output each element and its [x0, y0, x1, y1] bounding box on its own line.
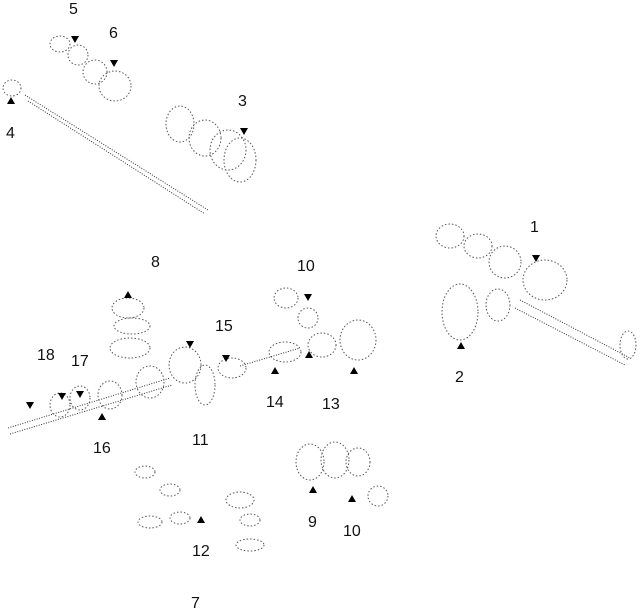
callout-12: 12: [192, 543, 210, 560]
callout-1: 1: [530, 219, 539, 236]
arrow-8: [124, 291, 132, 298]
callout-13: 13: [322, 396, 340, 413]
callout-5: 5: [69, 1, 78, 18]
callout-2: 2: [455, 369, 464, 386]
callout-11: 11: [192, 432, 209, 449]
part-clip-8: [109, 297, 151, 359]
arrow-15: [222, 355, 230, 362]
callout-6: 6: [109, 25, 118, 42]
callout-9: 9: [308, 514, 317, 531]
arrow-9: [309, 486, 317, 493]
part-gear-13: [339, 319, 377, 361]
arrow-4: [7, 97, 15, 104]
part-gear-5: [49, 35, 89, 66]
arrow-10-mid: [305, 351, 313, 358]
arrow-2: [457, 342, 465, 349]
arrow-16: [98, 413, 106, 420]
arrow-11: [186, 341, 194, 348]
arrow-6: [110, 60, 118, 67]
callout-3: 3: [238, 93, 247, 110]
part-ring-10-top: [273, 287, 337, 358]
part-ring-10-bottom: [367, 485, 389, 507]
callout-7: 7: [191, 595, 200, 612]
callout-15: 15: [215, 318, 233, 335]
callout-14: 14: [266, 394, 284, 411]
part-main-shaft-16: [7, 365, 173, 435]
part-shaft-15: [217, 341, 302, 379]
part-small-parts-12: [134, 465, 265, 552]
callout-10-bottom: 10: [343, 523, 361, 540]
arrow-14: [271, 367, 279, 374]
callout-18: 18: [37, 347, 55, 364]
arrow-10-top: [304, 294, 312, 301]
arrow-13: [350, 367, 358, 374]
callout-8: 8: [151, 254, 160, 271]
arrow-5: [71, 36, 79, 43]
arrow-12: [197, 516, 205, 523]
arrow-17b: [76, 391, 84, 398]
part-shaft-4: [2, 79, 209, 215]
arrow-17a: [58, 393, 66, 400]
part-gear-2: [441, 283, 511, 341]
arrow-3: [240, 128, 248, 135]
arrow-10-bottom: [348, 495, 356, 502]
part-gear-6: [82, 59, 132, 102]
callout-4: 4: [6, 125, 15, 142]
part-gear-11: [168, 346, 216, 406]
part-gear-3: [165, 105, 257, 183]
arrow-18: [26, 402, 34, 409]
part-gear-9: [295, 441, 371, 481]
callout-17: 17: [71, 353, 89, 370]
arrow-1: [532, 255, 540, 262]
part-shaft-1: [435, 223, 637, 366]
callout-16: 16: [93, 440, 111, 457]
callout-10-top: 10: [297, 258, 315, 275]
arrow-markers: [7, 36, 540, 523]
